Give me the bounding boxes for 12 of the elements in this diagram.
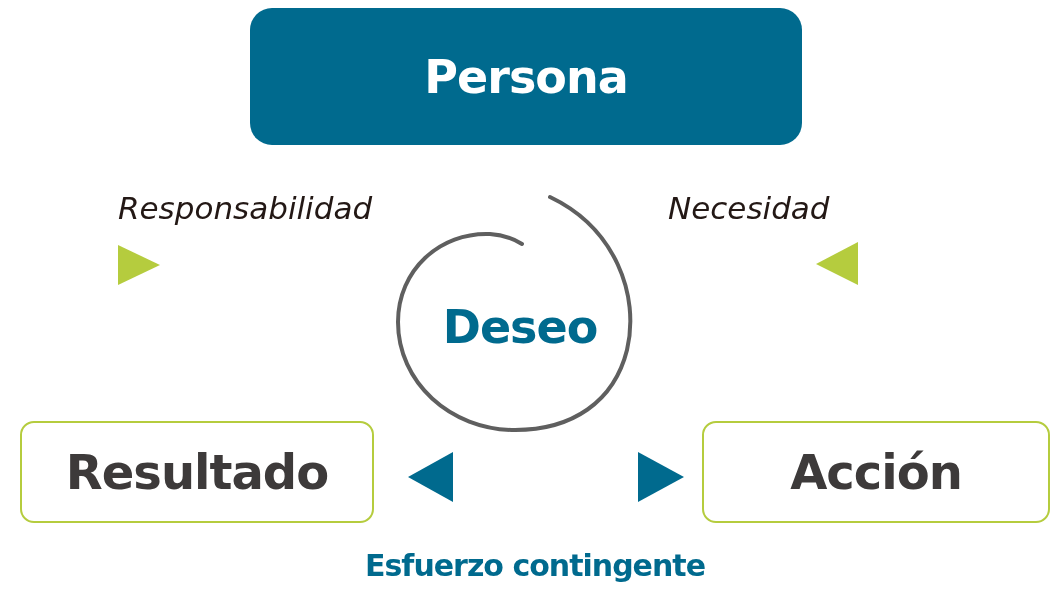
arrow — [408, 452, 453, 502]
node-label: Deseo — [442, 300, 598, 354]
node-label: Acción — [790, 444, 962, 500]
cycle-label: Responsabilidad — [118, 190, 373, 226]
node-label: Persona — [424, 49, 628, 104]
node-label: Resultado — [65, 444, 329, 500]
outlined-box — [20, 421, 374, 523]
header-box — [250, 8, 802, 145]
arrow — [638, 452, 684, 502]
outlined-box — [702, 421, 1050, 523]
caption-label: Esfuerzo contingente — [365, 548, 705, 583]
cycle-label: Necesidad — [668, 190, 830, 226]
